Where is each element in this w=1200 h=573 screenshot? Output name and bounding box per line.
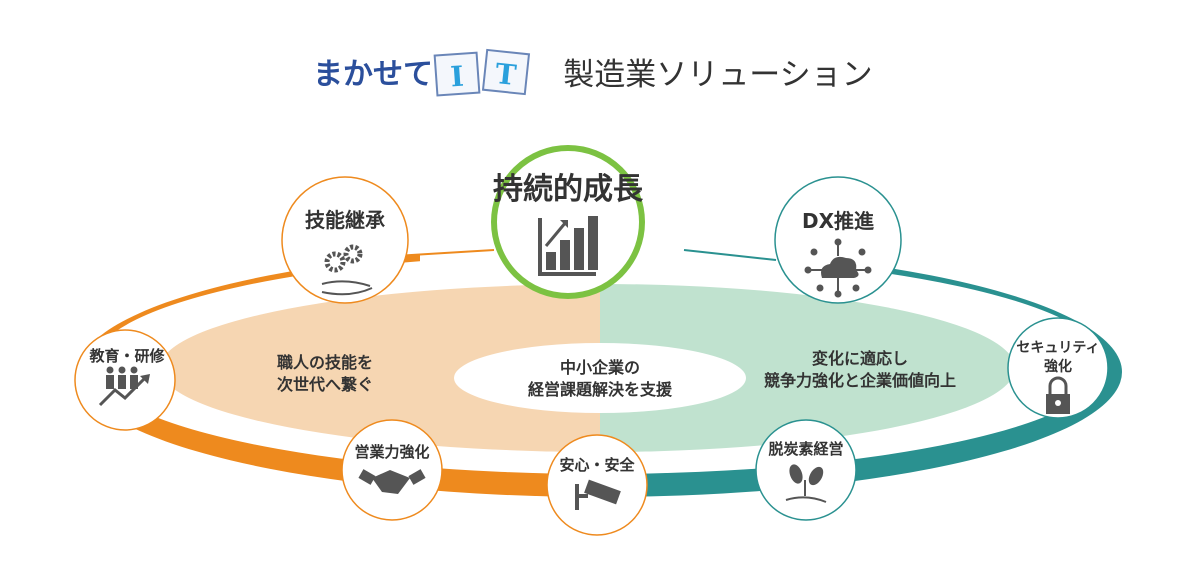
left-area-line-1: 職人の技能を <box>277 353 373 372</box>
svg-text:営業力強化: 営業力強化 <box>354 443 429 461</box>
cloud-network-icon <box>804 238 872 298</box>
svg-text:強化: 強化 <box>1044 358 1072 375</box>
connector-left <box>394 249 495 257</box>
node-security: セキュリティ 強化 <box>1007 317 1109 419</box>
people-growth-icon <box>98 366 150 407</box>
svg-text:T: T <box>494 57 518 92</box>
svg-text:脱炭素経営: 脱炭素経営 <box>768 440 843 458</box>
node-sales: 営業力強化 <box>341 419 443 521</box>
leaves-hand-icon <box>785 464 827 503</box>
svg-text:I: I <box>449 60 464 94</box>
svg-text:DX推進: DX推進 <box>802 209 874 233</box>
node-decarbonization: 脱炭素経営 <box>755 419 857 521</box>
left-area <box>160 284 600 452</box>
node-education: 教育・研修 <box>74 329 176 431</box>
node-skill-transfer: 技能継承 <box>281 176 409 304</box>
core-line-1: 中小企業の <box>560 358 640 377</box>
subtitle: 製造業ソリューション <box>563 57 872 93</box>
bar-chart-growth-icon <box>538 216 598 276</box>
connector-right <box>683 249 777 261</box>
brand-tile-i: I <box>433 51 481 97</box>
right-area-line-1: 変化に適応し <box>812 349 908 368</box>
svg-text:技能継承: 技能継承 <box>305 208 385 232</box>
gears-hand-icon <box>321 244 373 296</box>
svg-text:教育・研修: 教育・研修 <box>88 347 165 365</box>
svg-text:セキュリティ: セキュリティ <box>1016 340 1099 356</box>
security-camera-icon <box>575 479 621 510</box>
padlock-icon <box>1046 376 1070 414</box>
brand-tile-t: T <box>481 48 531 96</box>
core-ellipse <box>454 343 746 413</box>
core-line-2: 経営課題解決を支援 <box>528 380 673 399</box>
center-node: 持続的成長 <box>491 145 645 299</box>
center-title: 持続的成長 <box>493 172 644 207</box>
left-area-line-2: 次世代へ繋ぐ <box>277 375 373 394</box>
node-safety: 安心・安全 <box>546 434 648 536</box>
svg-text:安心・安全: 安心・安全 <box>559 456 635 474</box>
header-logo: まかせて I T 製造業ソリューション <box>313 48 873 97</box>
handshake-icon <box>358 469 426 494</box>
brand-prefix: まかせて <box>313 57 433 92</box>
right-area <box>600 284 1015 452</box>
right-area-line-2: 競争力強化と企業価値向上 <box>764 371 956 390</box>
node-dx: DX推進 <box>774 176 902 304</box>
